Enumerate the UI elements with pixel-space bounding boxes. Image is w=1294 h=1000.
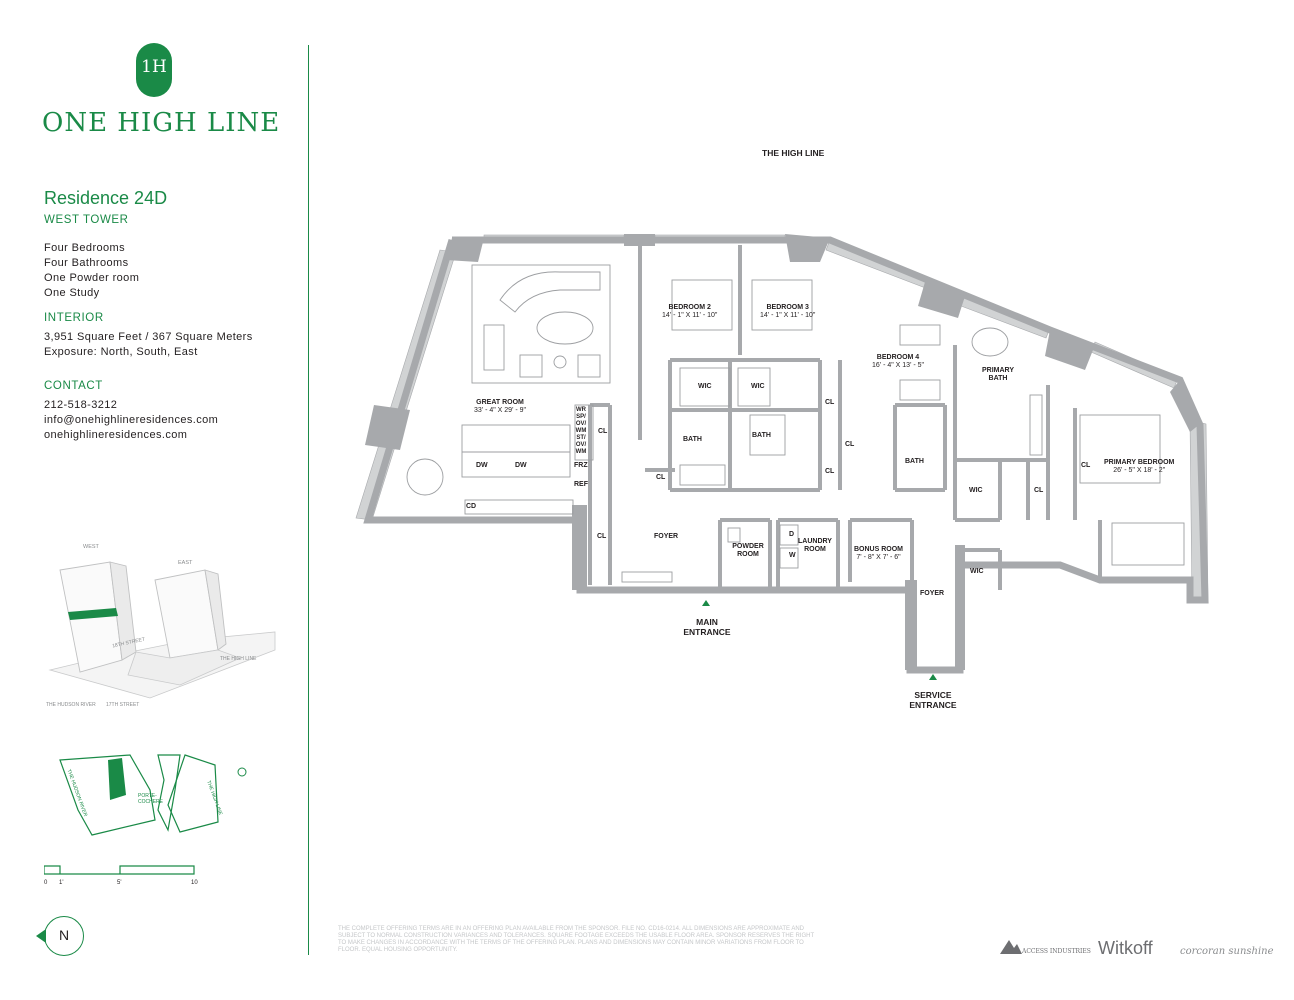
wic-label: WIC [969, 487, 983, 494]
dryer-label: D [789, 531, 795, 538]
legal-disclaimer: THE COMPLETE OFFERING TERMS ARE IN AN OF… [338, 926, 814, 953]
closet-label: CL [597, 533, 607, 540]
closet-label: CL [598, 428, 608, 435]
building-axonometric [48, 561, 276, 699]
scale-bar [44, 865, 195, 875]
key-east: EAST [178, 560, 193, 566]
scale-label-1: 1' [59, 880, 64, 886]
scale-label-0: 0 [44, 880, 48, 886]
feature-item: One Powder room [44, 272, 140, 284]
tower-label: WEST TOWER [44, 214, 129, 226]
residence-title: Residence 24D [44, 188, 168, 208]
bonus-room-dims: 7' - 8" X 7' - 6" [856, 554, 901, 561]
site-plan [59, 754, 247, 836]
contact-phone[interactable]: 212-518-3212 [44, 399, 118, 411]
freezer-label: FRZ [574, 462, 588, 469]
bonus-room-name: BONUS ROOM [854, 546, 903, 553]
brand-name: ONE HIGH LINE [42, 108, 281, 138]
corcoran-logo: corcoran sunshine [1180, 946, 1274, 957]
logo-mark: 1H [136, 43, 172, 97]
access-industries-logo: ACCESS INDUSTRIES [1022, 948, 1091, 955]
bedroom3-name: BEDROOM 3 [766, 304, 809, 311]
primary-bedroom-dims: 26' - 5" X 18' - 2" [1113, 467, 1166, 474]
bath-label: BATH [905, 458, 924, 465]
access-industries-icon [1000, 940, 1022, 954]
north-label: N [58, 927, 70, 943]
feature-list: Four Bedrooms Four Bathrooms One Powder … [44, 241, 139, 301]
service-foyer-label: FOYER [920, 590, 945, 597]
closet-label: CL [825, 468, 835, 475]
north-arrow-icon [36, 929, 46, 943]
closet-label: CL [656, 474, 666, 481]
contact-email[interactable]: info@onehighlineresidences.com [44, 414, 219, 426]
bonus-room-label: BONUS ROOM 7' - 8" X 7' - 6" [854, 546, 903, 562]
primary-bedroom-label: PRIMARY BEDROOM 26' - 5" X 18' - 2" [1104, 459, 1174, 475]
scale-label-10: 10 [191, 880, 198, 886]
bath-label: BATH [752, 432, 771, 439]
dishwasher-label: DW [476, 462, 488, 469]
key-high-line: THE HIGH LINE [220, 656, 257, 662]
square-footage: 3,951 Square Feet / 367 Square Meters [44, 331, 253, 343]
sidebar-divider [308, 45, 309, 955]
logo-monogram: 1H [141, 57, 167, 77]
great-room-dims: 33' - 4" X 29' - 9" [474, 407, 527, 414]
appliance-stack-label: WR SP/ OV/ WM ST/ OV/ WM [575, 407, 587, 455]
bedroom3-label: BEDROOM 3 14' - 1" X 11' - 10" [760, 304, 815, 320]
foyer-label: FOYER [654, 533, 679, 540]
washer-label: W [789, 552, 796, 559]
bedroom4-name: BEDROOM 4 [876, 354, 920, 361]
exposure: Exposure: North, South, East [44, 346, 198, 358]
feature-item: One Study [44, 287, 100, 299]
wic-label: WIC [698, 383, 712, 390]
bath-label: BATH [683, 436, 702, 443]
primary-bedroom-name: PRIMARY BEDROOM [1104, 459, 1175, 466]
closet-label: CL [1081, 462, 1091, 469]
refrigerator-label: REF [574, 481, 588, 488]
dishwasher-label: DW [515, 462, 527, 469]
key-17th-street: 17TH STREET [106, 702, 140, 708]
powder-room-label: POWDER ROOM [732, 543, 764, 558]
service-entrance-label: SERVICE ENTRANCE [909, 690, 957, 710]
witkoff-logo: Witkoff [1098, 938, 1153, 958]
feature-item: Four Bedrooms [44, 242, 126, 254]
closet-label: CL [1034, 487, 1044, 494]
closet-label: CL [845, 441, 855, 448]
contact-heading: CONTACT [44, 380, 103, 392]
main-entrance-label: MAIN ENTRANCE [683, 617, 731, 637]
feature-item: Four Bathrooms [44, 257, 129, 269]
closet-label: CL [825, 399, 835, 406]
cooktop-label: CD [466, 503, 477, 510]
street-label: THE HIGH LINE [762, 148, 825, 158]
site-porte-cochere: PORTE-COCHERE [138, 793, 164, 805]
great-room-label: GREAT ROOM 33' - 4" X 29' - 9" [474, 399, 526, 415]
key-hudson-river: THE HUDSON RIVER [46, 702, 96, 708]
bedroom2-label: BEDROOM 2 14' - 1" X 11' - 10" [662, 304, 717, 320]
primary-bath-label: PRIMARY BATH [981, 367, 1015, 382]
bedroom4-label: BEDROOM 4 16' - 4" X 13' - 5" [872, 354, 924, 370]
contact-details: 212-518-3212 info@onehighlineresidences.… [44, 398, 218, 443]
key-west: WEST [83, 544, 99, 550]
bedroom2-dims: 14' - 1" X 11' - 10" [662, 312, 718, 319]
bedroom2-name: BEDROOM 2 [668, 304, 711, 311]
laundry-room-label: LAUNDRY ROOM [798, 538, 832, 553]
scale-label-5: 5' [117, 880, 122, 886]
interior-details: 3,951 Square Feet / 367 Square Meters Ex… [44, 330, 253, 360]
wic-label: WIC [970, 568, 984, 575]
bedroom4-dims: 16' - 4" X 13' - 5" [872, 362, 925, 369]
contact-website[interactable]: onehighlineresidences.com [44, 429, 188, 441]
interior-heading: INTERIOR [44, 312, 104, 324]
bedroom3-dims: 14' - 1" X 11' - 10" [760, 312, 816, 319]
great-room-name: GREAT ROOM [476, 399, 524, 406]
wic-label: WIC [751, 383, 765, 390]
